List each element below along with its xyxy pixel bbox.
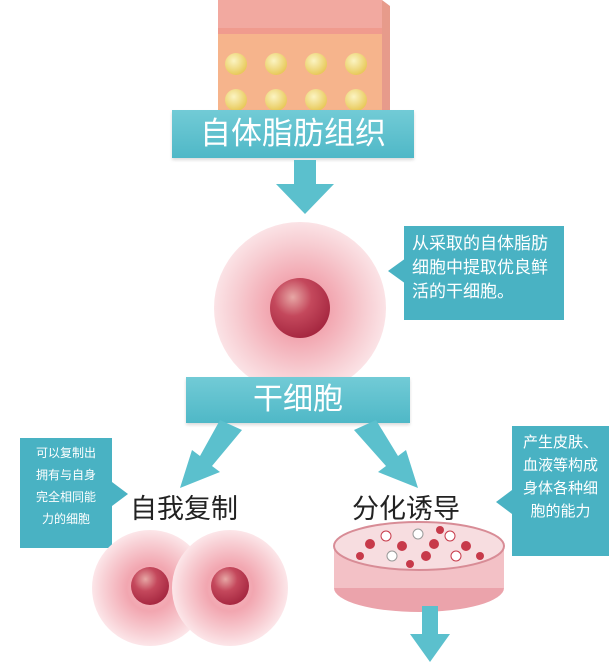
self-replication-label: 自我复制	[130, 494, 238, 525]
stem-cell-banner: 干细胞	[186, 377, 410, 423]
stem-cell-label: 干细胞	[253, 382, 343, 417]
differentiation-callout: 产生皮肤、 血液等构成 身体各种细 胞的能力	[512, 426, 609, 556]
differentiation-label: 分化诱导	[352, 494, 460, 525]
replication-callout: 可以复制出 拥有与自身 完全相同能 力的细胞	[20, 438, 112, 548]
down-arrow-icon	[276, 160, 334, 214]
split-arrows-icon	[180, 420, 418, 488]
fat-cells	[225, 53, 367, 111]
stem-cell-illustration	[214, 222, 386, 394]
dividing-cells-illustration	[92, 530, 288, 646]
callout-pointer-icon	[112, 482, 128, 506]
callout-pointer-icon	[388, 258, 406, 284]
adipose-tissue-banner: 自体脂肪组织	[172, 110, 414, 158]
adipose-tissue-illustration	[218, 0, 390, 118]
extraction-callout: 从采取的自体脂肪 细胞中提取优良鲜 活的干细胞。	[404, 226, 564, 320]
petri-dish-illustration	[333, 521, 505, 612]
callout-pointer-icon	[496, 490, 512, 514]
down-arrow-icon	[410, 606, 450, 662]
adipose-tissue-label: 自体脂肪组织	[200, 116, 386, 152]
cultured-cells	[356, 526, 484, 568]
